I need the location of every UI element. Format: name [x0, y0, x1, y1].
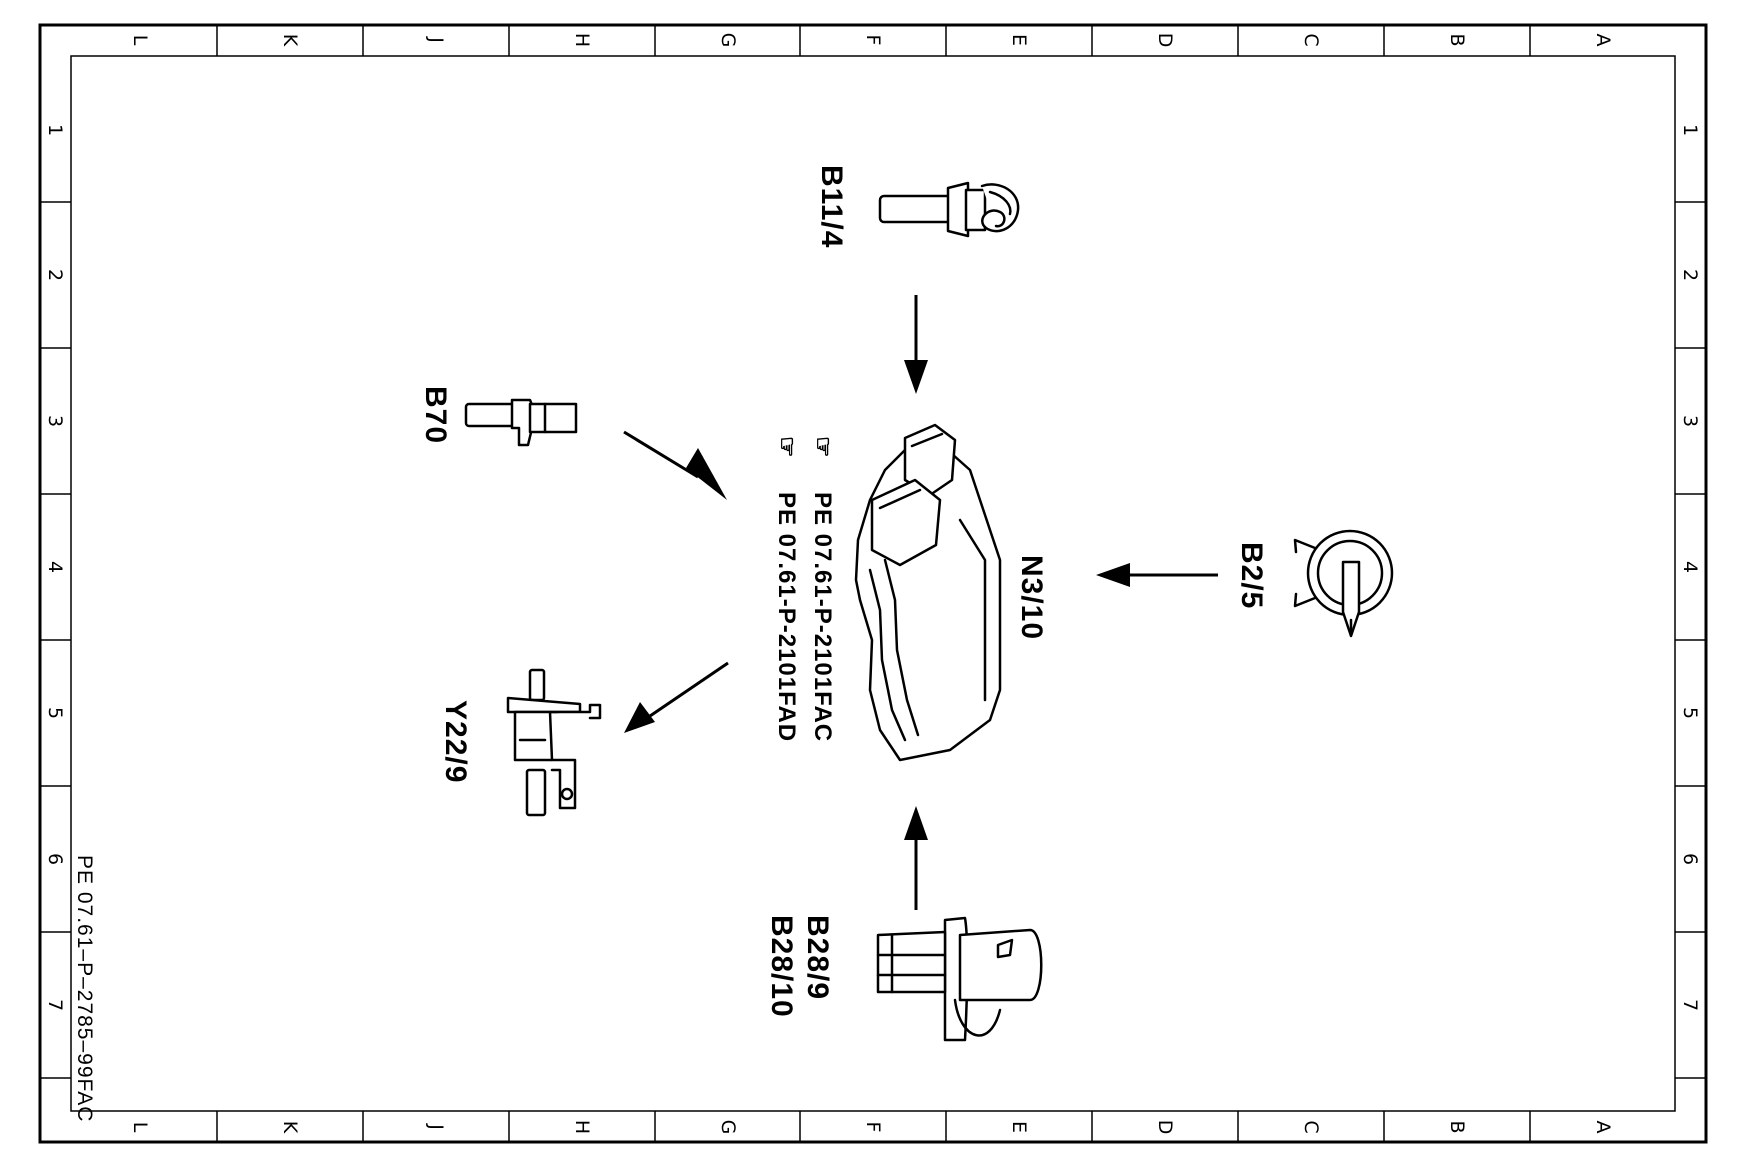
row-dividers [40, 201, 1706, 1079]
col-top-5: G [717, 33, 739, 48]
column-dividers [216, 25, 1531, 1142]
row-right-3: 3 [1679, 415, 1701, 427]
arrow-b11-4-to-n3-10 [904, 295, 928, 394]
col-bottom-8: D [1154, 1120, 1176, 1135]
row-left-5: 5 [44, 707, 66, 719]
col-top-11: A [1592, 34, 1614, 47]
col-bottom-6: F [862, 1122, 884, 1133]
col-bottom-10: B [1446, 1120, 1468, 1133]
control-unit-n3-10 [854, 423, 1002, 762]
col-top-6: F [862, 35, 884, 46]
col-bottom-11: A [1592, 1121, 1614, 1134]
col-top-3: J [425, 36, 447, 43]
column-letters-bottom: L K J H G F E D C B A [129, 1120, 1614, 1135]
row-right-1: 1 [1679, 124, 1701, 136]
col-bottom-2: K [279, 1121, 301, 1134]
sensor-b11-4 [878, 181, 1020, 238]
reference-icon-2: ☞ [773, 436, 800, 459]
col-bottom-7: E [1008, 1121, 1030, 1133]
sensor-b70 [464, 398, 578, 447]
col-top-7: E [1008, 34, 1030, 46]
col-bottom-1: L [129, 1122, 151, 1133]
column-letters-top: L K J H G F E D C B A [129, 33, 1614, 48]
reference-icon-1: ☞ [809, 436, 836, 459]
row-right-5: 5 [1679, 707, 1701, 719]
label-b11-4: B11/4 [815, 165, 848, 248]
col-bottom-9: C [1300, 1120, 1322, 1133]
col-top-2: K [279, 34, 301, 47]
reference-line-1: PE 07.61-P-2101FAC [809, 492, 836, 742]
reference-line-2: PE 07.61-P-2101FAD [773, 492, 800, 742]
row-right-7: 7 [1679, 999, 1701, 1011]
drawing-code: PE 07.61–P–2785–99FAC [73, 855, 96, 1122]
col-top-8: D [1154, 33, 1176, 48]
sensor-b2-5 [1293, 529, 1394, 638]
label-y22-9: Y22/9 [439, 700, 472, 783]
col-bottom-3: J [425, 1123, 447, 1130]
col-top-4: H [571, 33, 593, 47]
label-n3-10: N3/10 [1015, 555, 1048, 640]
arrow-b28-to-n3-10 [904, 806, 928, 910]
col-top-10: B [1446, 33, 1468, 46]
outer-frame [38, 23, 1708, 1144]
arrow-n3-10-to-y22-9 [624, 661, 729, 733]
col-bottom-5: G [717, 1120, 739, 1135]
row-numbers-left: 1 2 3 4 5 6 7 [44, 124, 66, 1011]
row-left-6: 6 [44, 853, 66, 865]
col-top-1: L [129, 35, 151, 46]
label-b28-9: B28/9 [801, 915, 834, 1000]
inner-frame [70, 55, 1676, 1112]
arrow-b2-5-to-n3-10 [1096, 563, 1218, 587]
arrow-b70-to-n3-10 [623, 430, 727, 500]
row-left-2: 2 [44, 269, 66, 281]
label-b70: B70 [419, 386, 452, 444]
row-right-2: 2 [1679, 269, 1701, 281]
row-right-6: 6 [1679, 853, 1701, 865]
reference-block: ☞ PE 07.61-P-2101FAC ☞ PE 07.61-P-2101FA… [773, 436, 836, 742]
valve-y22-9 [506, 668, 602, 817]
col-top-9: C [1300, 33, 1322, 46]
row-left-4: 4 [44, 561, 66, 573]
row-left-1: 1 [44, 124, 66, 136]
row-left-3: 3 [44, 415, 66, 427]
label-b2-5: B2/5 [1235, 542, 1268, 609]
sensor-b28-9-b28-10 [876, 916, 1043, 1042]
row-left-7: 7 [44, 999, 66, 1011]
col-bottom-4: H [571, 1120, 593, 1134]
label-b28-10: B28/10 [765, 915, 798, 1018]
row-right-4: 4 [1679, 561, 1701, 573]
row-numbers-right: 1 2 3 4 5 6 7 [1679, 124, 1701, 1011]
